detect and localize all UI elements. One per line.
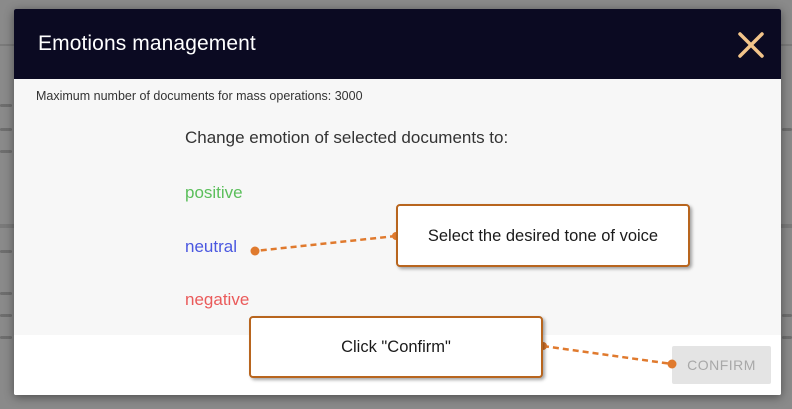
callout-click-confirm: Click "Confirm" xyxy=(249,316,543,378)
emotion-option-neutral[interactable]: neutral xyxy=(185,237,237,256)
max-documents-note: Maximum number of documents for mass ope… xyxy=(36,89,363,103)
emotion-option-positive[interactable]: positive xyxy=(185,183,243,202)
close-button[interactable] xyxy=(735,29,767,61)
confirm-button[interactable]: CONFIRM xyxy=(672,346,771,384)
emotion-option-negative[interactable]: negative xyxy=(185,290,250,309)
close-icon xyxy=(738,32,764,58)
modal-header: Emotions management xyxy=(14,9,781,79)
change-emotion-prompt: Change emotion of selected documents to: xyxy=(185,128,509,147)
callout-select-tone: Select the desired tone of voice xyxy=(396,204,690,267)
modal-title: Emotions management xyxy=(38,32,256,55)
